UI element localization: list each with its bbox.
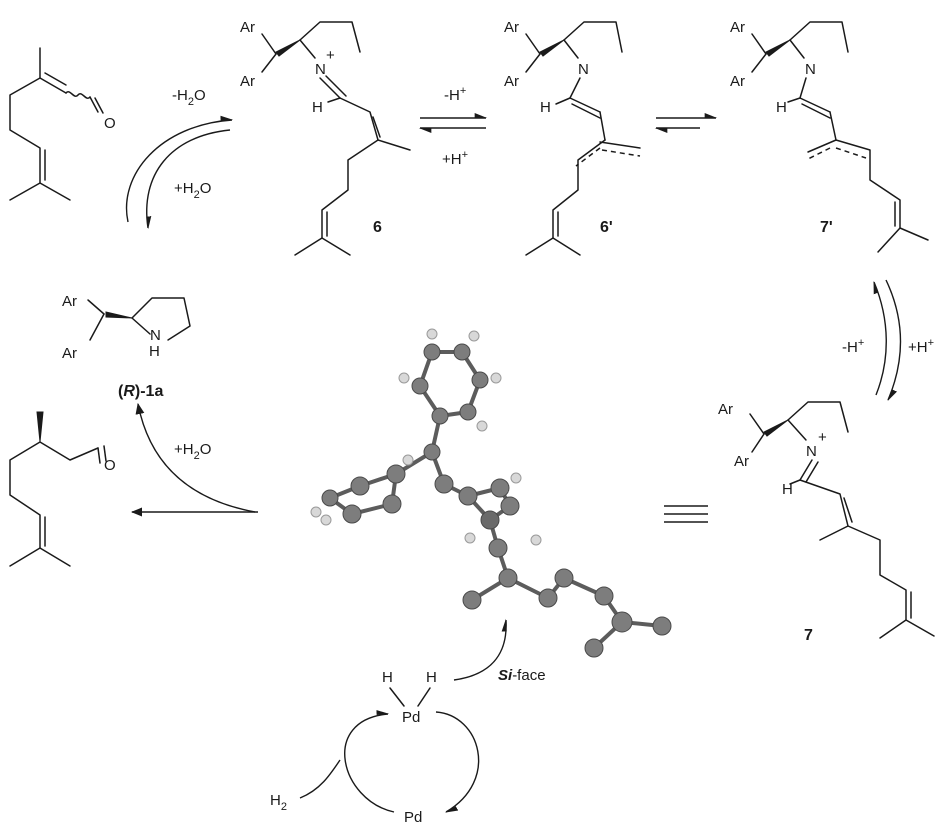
aryl-label: Ar (504, 19, 519, 36)
compound-7-structure: Ar Ar N + H 7 (718, 401, 935, 644)
ball-and-stick-model (310, 328, 672, 658)
hydride-label-right: H (426, 669, 437, 686)
equilibrium-arrows-2 (654, 112, 718, 134)
compound-6-prime-structure: Ar Ar N H 6' (504, 19, 641, 256)
minus-water-label: -H2O (172, 87, 206, 108)
plus-proton-label: +H+ (908, 337, 934, 356)
hydride-label-left: H (382, 669, 393, 686)
nitrogen-label: N (150, 327, 161, 344)
oxygen-label: O (104, 457, 116, 474)
pd-bottom-label: Pd (404, 809, 422, 826)
minus-proton-label: -H+ (842, 337, 864, 356)
hydrolysis-equilibrium-arrows: -H2O +H2O (125, 87, 234, 230)
minus-proton-label: -H+ (444, 85, 466, 104)
pd-top-label: Pd (402, 709, 420, 726)
compound-6-prime-label: 6' (600, 219, 613, 236)
aryl-label: Ar (62, 345, 77, 362)
acid-base-arrows-1: -H+ +H+ (418, 85, 488, 168)
nitrogen-label: N (805, 61, 816, 78)
compound-7-prime-label: 7' (820, 219, 833, 236)
positive-charge-label: + (326, 47, 335, 64)
hydrogen-label: H (782, 481, 793, 498)
nitrogen-label: N (315, 61, 326, 78)
plus-proton-label: +H+ (442, 149, 468, 168)
hydrogen-label: H (312, 99, 323, 116)
catalyst-label: (R)-1a (118, 383, 163, 400)
aryl-label: Ar (504, 73, 519, 90)
hydrogen-label: H (149, 343, 160, 360)
compound-6-label: 6 (373, 219, 382, 236)
hydrogen-label: H (540, 99, 551, 116)
citral-structure: O (9, 47, 116, 201)
positive-charge-label: + (818, 429, 827, 446)
nitrogen-label: N (578, 61, 589, 78)
oxygen-label: O (104, 115, 116, 132)
aryl-label: Ar (240, 19, 255, 36)
catalyst-1a-structure: Ar Ar N H (R)-1a (62, 293, 191, 400)
pd-hydrogenation-cycle: Si-face Pd H H Pd H2 (270, 618, 546, 826)
hydrogen-gas-label: H2 (270, 792, 287, 813)
citronellal-product-structure: O (9, 411, 116, 567)
compound-7-prime-structure: Ar Ar N H 7' (730, 19, 929, 253)
aryl-label: Ar (730, 19, 745, 36)
hydrolysis-product-arrows: +H2O (130, 402, 258, 517)
aryl-label: Ar (730, 73, 745, 90)
aryl-label: Ar (718, 401, 733, 418)
nitrogen-label: N (806, 443, 817, 460)
hydrogen-label: H (776, 99, 787, 116)
equivalence-sign (664, 505, 708, 523)
acid-base-arrows-2: -H+ +H+ (842, 279, 934, 402)
plus-water-release-label: +H2O (174, 441, 211, 462)
compound-7-label: 7 (804, 627, 813, 644)
si-face-label: Si-face (498, 667, 546, 684)
compound-6-structure: Ar Ar N + H 6 (240, 19, 411, 256)
aryl-label: Ar (734, 453, 749, 470)
aryl-label: Ar (240, 73, 255, 90)
plus-water-label: +H2O (174, 180, 211, 201)
aryl-label: Ar (62, 293, 77, 310)
